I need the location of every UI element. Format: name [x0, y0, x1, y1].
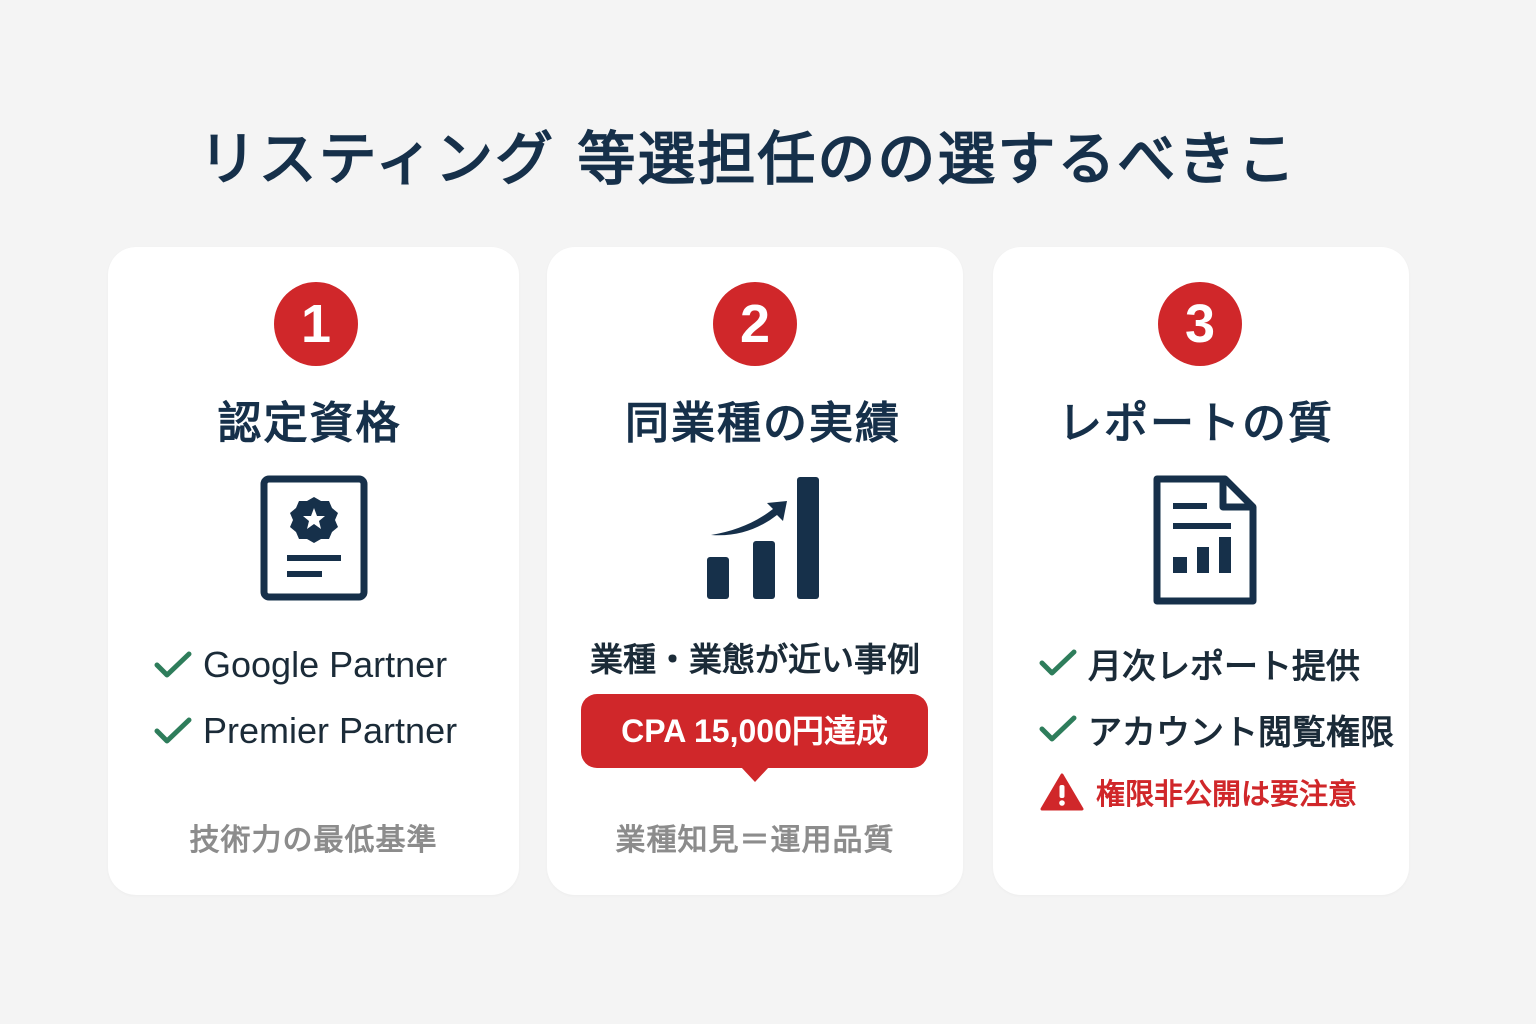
check-icon: [154, 717, 192, 744]
check-list: 月次レポート提供 アカウント閲覧権限 権限非公開は要注意: [1038, 630, 1394, 822]
warning-note: 権限非公開は要注意: [1038, 762, 1394, 822]
card-subtitle: 業種・業態が近い事例: [590, 640, 920, 679]
check-label: アカウント閲覧権限: [1088, 712, 1394, 753]
check-label: Google Partner: [203, 644, 448, 685]
card-report-quality: 3 レポートの質 月次レポート提供 アカウント閲覧権限 権限非公: [993, 247, 1409, 895]
check-icon: [154, 651, 192, 678]
report-document-icon: [1153, 475, 1257, 605]
check-list: Google Partner Premier Partner: [153, 632, 457, 764]
result-callout: CPA 15,000円達成: [581, 694, 928, 782]
card-industry-track-record: 2 同業種の実績 業種・業態が近い事例 CPA 15,000円達成 業種知見＝運…: [547, 247, 963, 895]
card-certification: 1 認定資格 Google Partner Premier Partner 技術…: [108, 247, 519, 895]
card-footer-note: 技術力の最低基準: [189, 823, 438, 858]
check-label: 月次レポート提供: [1088, 646, 1360, 687]
check-label: Premier Partner: [203, 710, 458, 751]
card-title: レポートの質: [1058, 398, 1334, 449]
card-footer-note: 業種知見＝運用品質: [615, 823, 895, 858]
warning-icon: [1040, 773, 1084, 811]
check-item: Premier Partner: [153, 698, 457, 764]
warning-label: 権限非公開は要注意: [1096, 777, 1358, 811]
step-number-badge: 3: [1158, 282, 1242, 366]
check-item: アカウント閲覧権限: [1038, 696, 1394, 762]
page-title: リスティング 等選担任のの選するべきこ: [198, 125, 1298, 193]
check-icon: [1039, 649, 1077, 676]
certificate-icon: [260, 475, 367, 601]
check-item: 月次レポート提供: [1038, 630, 1394, 696]
check-icon: [1039, 715, 1077, 742]
step-number-badge: 2: [713, 282, 797, 366]
step-number-badge: 1: [274, 282, 358, 366]
card-title: 認定資格: [217, 398, 402, 449]
card-title: 同業種の実績: [625, 398, 901, 449]
growth-chart-icon: [707, 477, 819, 599]
check-item: Google Partner: [153, 632, 457, 698]
